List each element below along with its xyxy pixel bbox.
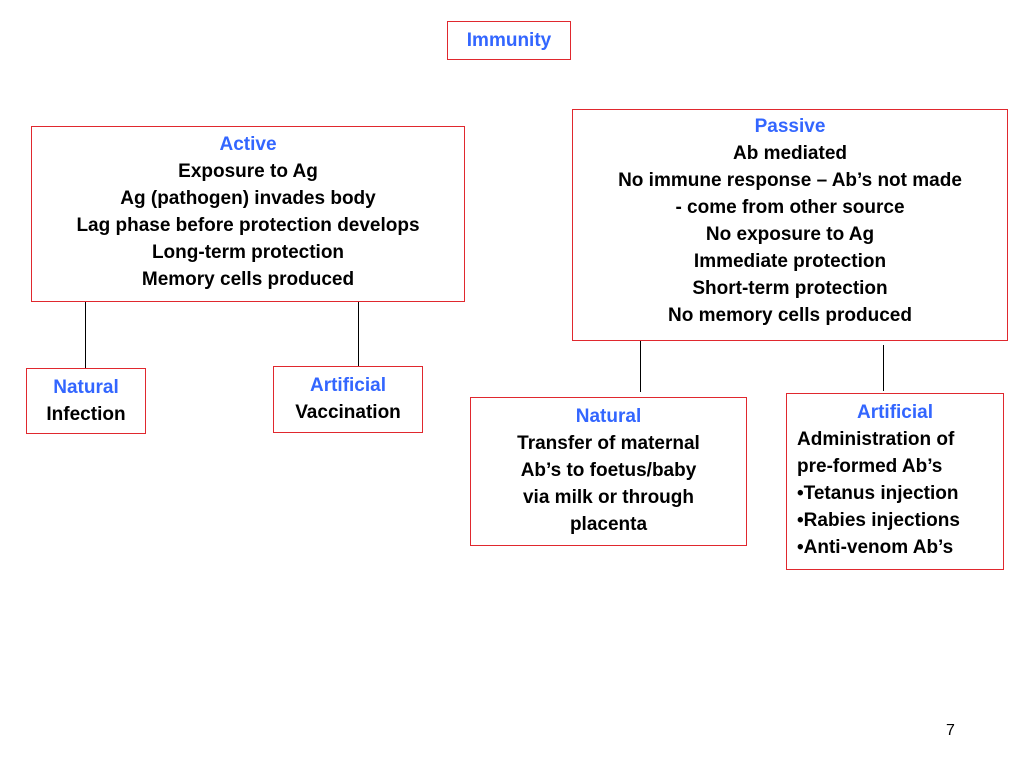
- passive-heading: Passive: [754, 116, 826, 137]
- passive-natural-line: placenta: [569, 514, 648, 535]
- title-box: Immunity: [447, 21, 571, 60]
- active-natural-line: Infection: [46, 404, 126, 425]
- passive-line: - come from other source: [675, 197, 905, 218]
- active-artificial-heading: Artificial: [309, 375, 387, 396]
- active-artificial-box: Artificial Vaccination: [273, 366, 423, 433]
- active-line: Memory cells produced: [141, 269, 355, 290]
- passive-line: No exposure to Ag: [705, 224, 875, 245]
- active-box: Active Exposure to Ag Ag (pathogen) inva…: [31, 126, 465, 302]
- active-artificial-line: Vaccination: [295, 402, 401, 423]
- passive-artificial-line: pre-formed Ab’s: [797, 456, 943, 477]
- active-line: Exposure to Ag: [178, 161, 318, 182]
- passive-artificial-bullet: •Rabies injections: [797, 510, 960, 531]
- active-natural-heading: Natural: [53, 377, 119, 398]
- active-line: Lag phase before protection develops: [76, 215, 420, 236]
- passive-line: Short-term protection: [692, 278, 888, 299]
- passive-artificial-bullet: •Tetanus injection: [797, 483, 959, 504]
- passive-line: No memory cells produced: [668, 305, 912, 326]
- connector-passive-natural: [640, 341, 641, 392]
- passive-natural-line: via milk or through: [522, 487, 695, 508]
- page-number: 7: [946, 722, 955, 739]
- title-text: Immunity: [466, 30, 552, 51]
- connector-active-artificial: [358, 302, 359, 366]
- passive-line: Immediate protection: [693, 251, 887, 272]
- passive-natural-line: Ab’s to foetus/baby: [520, 460, 697, 481]
- passive-natural-line: Transfer of maternal: [517, 433, 700, 454]
- passive-line: Ab mediated: [732, 143, 848, 164]
- passive-box: Passive Ab mediated No immune response –…: [572, 109, 1008, 341]
- active-natural-box: Natural Infection: [26, 368, 146, 434]
- passive-natural-box: Natural Transfer of maternal Ab’s to foe…: [470, 397, 747, 546]
- passive-artificial-box: Artificial Administration of pre-formed …: [786, 393, 1004, 570]
- connector-passive-artificial: [883, 345, 884, 391]
- passive-artificial-line: Administration of: [797, 429, 955, 450]
- active-line: Long-term protection: [151, 242, 345, 263]
- passive-line: No immune response – Ab’s not made: [618, 170, 962, 191]
- passive-natural-heading: Natural: [575, 406, 642, 427]
- active-heading: Active: [219, 134, 277, 155]
- active-line: Ag (pathogen) invades body: [120, 188, 376, 209]
- passive-artificial-bullet: •Anti-venom Ab’s: [797, 537, 954, 558]
- connector-active-natural: [85, 302, 86, 368]
- passive-artificial-heading: Artificial: [856, 402, 934, 423]
